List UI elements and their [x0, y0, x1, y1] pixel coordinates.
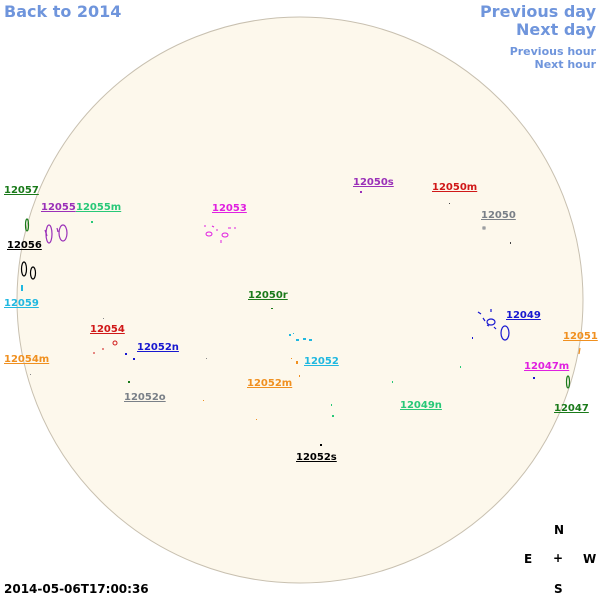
region-12054-contour — [93, 340, 118, 354]
region-12052-contour — [289, 333, 312, 341]
region-12052o-marker — [128, 381, 130, 383]
compass-west: W — [583, 552, 597, 566]
region-label-12050m[interactable]: 12050m — [432, 182, 478, 193]
region-label-12051[interactable]: 12051 — [563, 331, 598, 342]
region-12059-marker — [21, 285, 23, 291]
region-12050s-marker — [360, 191, 362, 193]
region-12051-contour — [578, 347, 581, 355]
region-label-12049n[interactable]: 12049n — [400, 400, 442, 411]
region-label-12056[interactable]: 12056 — [7, 240, 42, 251]
region-12053-contour — [204, 225, 236, 243]
region-label-12052s[interactable]: 12052s — [296, 452, 337, 463]
compass-north: N — [554, 523, 565, 537]
region-label-12047[interactable]: 12047 — [554, 403, 589, 414]
region-label-12054[interactable]: 12054 — [90, 324, 125, 335]
region-12056-contour — [20, 261, 37, 280]
solar-disk — [16, 16, 584, 584]
region-12057-contour — [24, 218, 30, 232]
region-12055-contour — [44, 224, 68, 244]
compass-east: E — [524, 552, 533, 566]
region-12055m-marker — [91, 221, 93, 223]
region-label-12049[interactable]: 12049 — [506, 310, 541, 321]
region-12052n-marker — [125, 353, 135, 360]
region-label-12047m[interactable]: 12047m — [524, 361, 570, 372]
region-label-12052n[interactable]: 12052n — [137, 342, 179, 353]
region-12050r-marker — [271, 308, 273, 309]
region-label-12050r[interactable]: 12050r — [248, 290, 288, 301]
compass-center: + — [553, 551, 564, 565]
region-label-12055m[interactable]: 12055m — [76, 202, 122, 213]
region-12050-marker — [482, 226, 486, 230]
next-day-link[interactable]: Next day — [516, 20, 596, 39]
region-12052s-dot — [320, 444, 322, 446]
region-12047m-marker — [472, 337, 535, 379]
compass-south: S — [554, 582, 563, 596]
region-label-12059[interactable]: 12059 — [4, 298, 39, 309]
region-12052s-marker — [331, 366, 461, 417]
back-to-year-link[interactable]: Back to 2014 — [4, 2, 122, 21]
region-label-12057[interactable]: 12057 — [4, 185, 39, 196]
region-label-12055[interactable]: 12055 — [41, 202, 76, 213]
region-label-12050s[interactable]: 12050s — [353, 177, 394, 188]
region-12047-contour — [565, 375, 571, 389]
region-label-12052m[interactable]: 12052m — [247, 378, 293, 389]
region-12050m-marker — [449, 203, 511, 244]
region-12049-contour — [477, 309, 510, 341]
region-12054m-marker — [30, 318, 207, 375]
region-label-12053[interactable]: 12053 — [212, 203, 247, 214]
region-label-12050[interactable]: 12050 — [481, 210, 516, 221]
previous-hour-link[interactable]: Previous hour — [509, 45, 596, 58]
region-label-12054m[interactable]: 12054m — [4, 354, 50, 365]
region-label-12052[interactable]: 12052 — [304, 356, 339, 367]
next-hour-link[interactable]: Next hour — [534, 58, 597, 71]
region-12052m-marker — [203, 358, 300, 420]
region-label-12052o[interactable]: 12052o — [124, 392, 166, 403]
observation-timestamp: 2014-05-06T17:00:36 — [4, 582, 149, 596]
previous-day-link[interactable]: Previous day — [479, 2, 596, 21]
